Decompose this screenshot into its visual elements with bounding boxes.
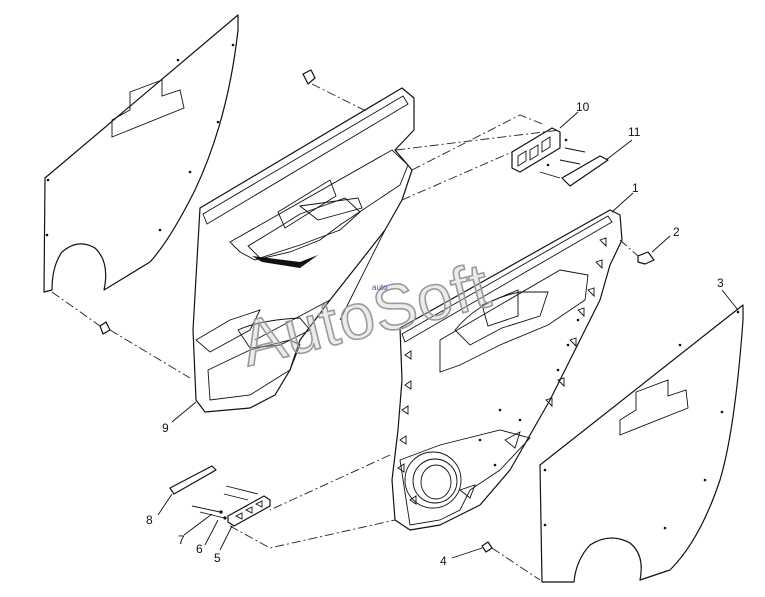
callout-9: 9	[162, 421, 169, 435]
callout-7: 7	[178, 533, 185, 547]
callouts: 1 2 3 4 5 6 7 8 9 10 11	[146, 100, 724, 568]
watermark-subtext: auto	[372, 283, 388, 292]
door-trim-panel-inner	[391, 209, 623, 531]
callout-2: 2	[673, 225, 680, 239]
right-waterproof-film	[539, 304, 744, 583]
callout-10: 10	[576, 100, 590, 114]
clip-part-4	[481, 541, 493, 553]
assembly-lines	[51, 83, 639, 581]
callout-3: 3	[717, 276, 724, 290]
callout-8: 8	[146, 513, 153, 527]
left-waterproof-film	[43, 14, 239, 293]
handle-cover-part-11	[561, 155, 609, 187]
callout-11: 11	[628, 125, 641, 139]
clip-left	[99, 321, 111, 335]
door-trim-panel-outer	[192, 87, 415, 413]
switch-part-5	[223, 485, 271, 527]
clip-top	[302, 69, 316, 85]
screw-part-6	[199, 511, 227, 520]
callout-1: 1	[632, 181, 639, 195]
leader-lines	[157, 111, 739, 559]
callout-5: 5	[214, 551, 221, 565]
clip-part-2	[637, 251, 655, 265]
callout-4: 4	[440, 554, 447, 568]
strip-part-8	[169, 465, 217, 495]
screw-part-7	[191, 505, 223, 514]
switch-bezel-part-10	[511, 127, 586, 179]
callout-6: 6	[196, 542, 203, 556]
